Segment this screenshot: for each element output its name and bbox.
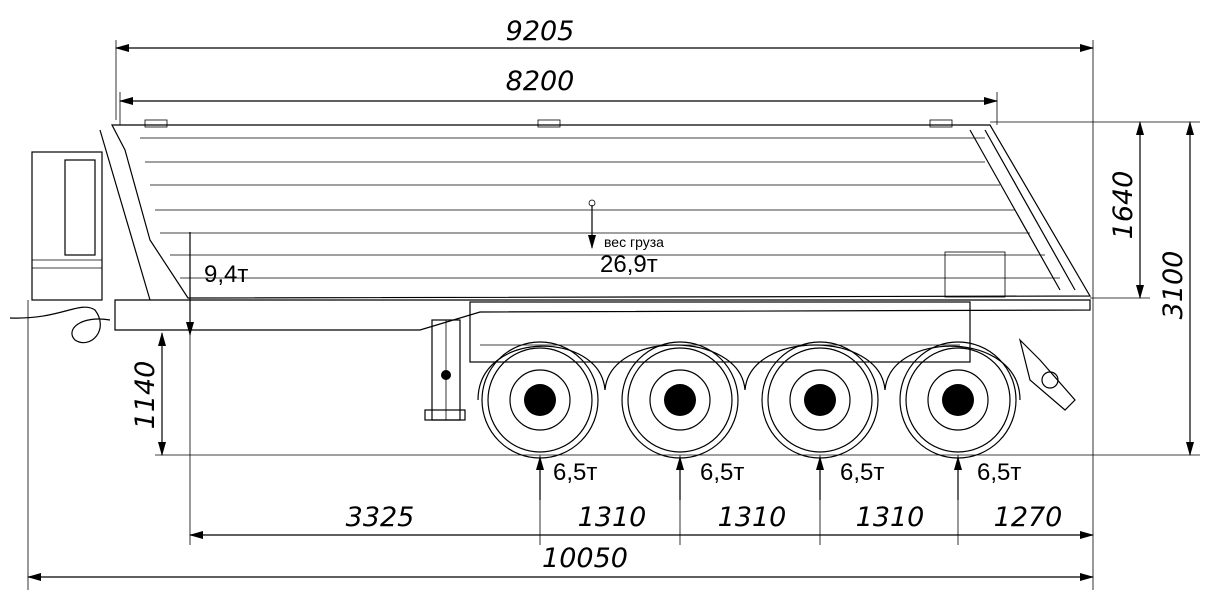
extension-lines (27, 40, 1200, 590)
dim-1310-a: 1310 (578, 502, 647, 533)
dim-1310-c: 1310 (856, 502, 925, 533)
front-ladder (9, 151, 111, 344)
dim-10050: 10050 (542, 543, 628, 574)
axle-load-3: 6,5т (840, 459, 884, 486)
wheel-2 (621, 341, 739, 459)
wheels (477, 341, 1021, 459)
dim-9205: 9205 (506, 16, 575, 47)
wheel-3 (761, 341, 879, 459)
dim-3325: 3325 (346, 502, 415, 533)
dim-3100: 3100 (1158, 251, 1189, 320)
chassis-frame (114, 299, 1091, 421)
rear-light-assembly (1018, 338, 1076, 411)
dim-8200: 8200 (506, 66, 575, 97)
wheel-1 (481, 341, 599, 459)
dim-1270: 1270 (994, 502, 1063, 533)
dimension-lines (27, 44, 1194, 581)
axle-load-1: 6,5т (553, 459, 597, 486)
load-arrows (186, 199, 962, 500)
cargo-weight: 26,9т (600, 251, 658, 278)
dim-1310-b: 1310 (718, 502, 787, 533)
axle-load-2: 6,5т (700, 459, 744, 486)
cargo-label: вес груза (604, 234, 664, 250)
dim-1140: 1140 (130, 361, 161, 430)
kingpin-load: 9,4т (204, 261, 248, 288)
axle-load-4: 6,5т (977, 459, 1021, 486)
dim-1640: 1640 (1108, 171, 1139, 240)
dump-body (99, 119, 1092, 301)
